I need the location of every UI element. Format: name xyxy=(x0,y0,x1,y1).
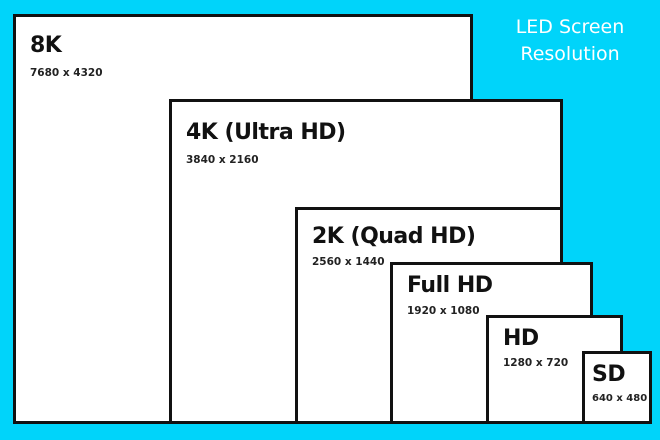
resolution-name: 4K (Ultra HD) xyxy=(186,120,346,145)
resolution-size: 2560 x 1440 xyxy=(312,256,385,268)
resolution-size: 1920 x 1080 xyxy=(407,305,480,317)
resolution-box-sd: SD 640 x 480 xyxy=(582,351,652,424)
resolution-name: HD xyxy=(503,326,539,351)
resolution-size: 3840 x 2160 xyxy=(186,154,259,166)
resolution-name: 2K (Quad HD) xyxy=(312,224,476,249)
title-line-1: LED Screen xyxy=(515,16,625,38)
diagram-title: LED Screen Resolution xyxy=(500,14,640,68)
title-line-2: Resolution xyxy=(520,43,620,65)
resolution-size: 1280 x 720 xyxy=(503,357,569,369)
resolution-size: 7680 x 4320 xyxy=(30,67,103,79)
resolution-name: SD xyxy=(592,362,626,387)
resolution-name: 8K xyxy=(30,33,62,58)
resolution-name: Full HD xyxy=(407,273,493,298)
resolution-size: 640 x 480 xyxy=(592,393,648,404)
